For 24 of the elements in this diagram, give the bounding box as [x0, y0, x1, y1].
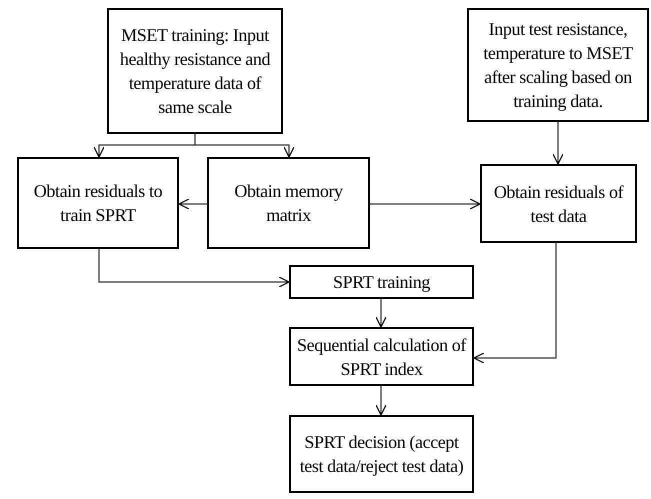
box-text: Sequential calculation of SPRT index — [296, 334, 468, 380]
process-box — [467, 8, 649, 122]
box-text: Obtain residuals to train SPRT — [32, 180, 164, 227]
arrow — [98, 248, 290, 288]
arrow — [552, 122, 564, 165]
box-text: SPRT training — [333, 271, 430, 294]
arrow — [473, 242, 556, 364]
arrow — [370, 198, 481, 210]
arrow — [178, 198, 208, 210]
process-box — [207, 157, 370, 249]
box-text: Obtain memory matrix — [233, 180, 344, 227]
box-text: Obtain residuals of test data — [492, 180, 625, 228]
box-text: MSET training: Input healthy resistance and temperature data of same scale — [118, 24, 272, 119]
process-box — [289, 327, 474, 386]
process-box — [107, 8, 283, 134]
process-box — [289, 265, 474, 299]
box-text: SPRT decision (accept test data/reject test data) — [298, 431, 464, 478]
process-box — [17, 157, 179, 249]
process-box — [480, 164, 637, 243]
arrow — [194, 134, 295, 158]
arrow — [375, 386, 387, 416]
process-box — [289, 415, 474, 493]
box-text: Input test resistance, temperature to MSET after scaling based on training data. — [482, 18, 634, 113]
arrow — [375, 298, 387, 328]
